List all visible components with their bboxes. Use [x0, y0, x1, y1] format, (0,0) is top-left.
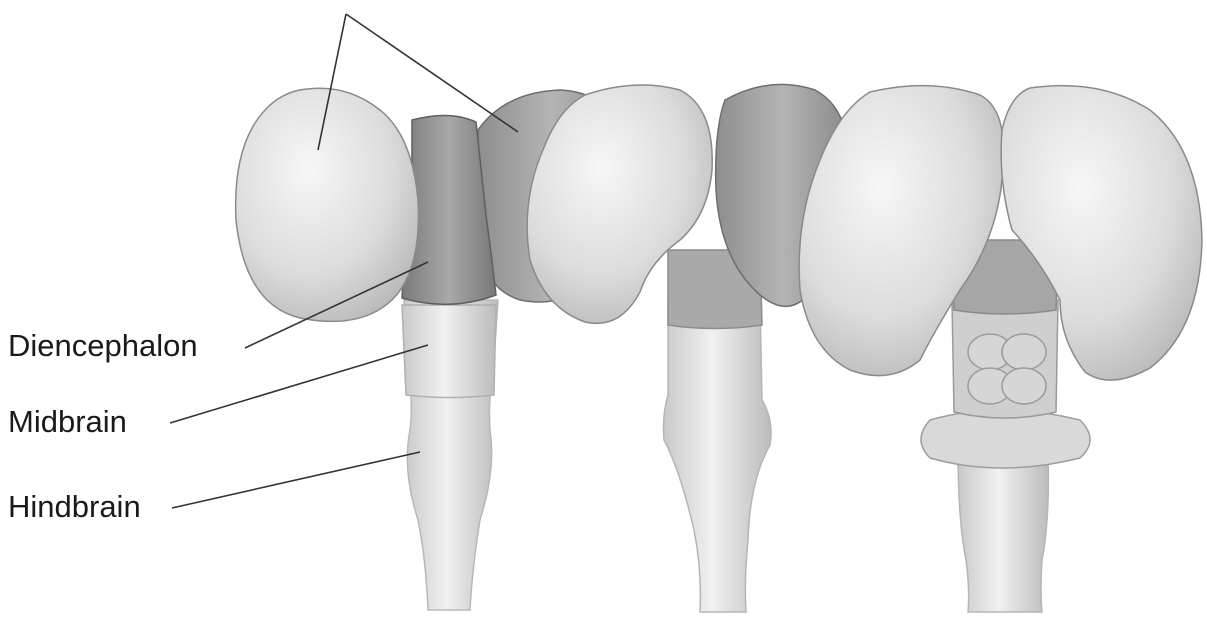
- stage-one-left-hemisphere: [236, 88, 419, 321]
- diencephalon-label: Diencephalon: [8, 328, 198, 364]
- stage-two-brain: [527, 84, 848, 612]
- midbrain-label: Midbrain: [8, 404, 127, 440]
- stage-three-colliculus-upper-right: [1002, 334, 1046, 370]
- stage-three-stem: [958, 450, 1048, 612]
- hindbrain-label: Hindbrain: [8, 489, 141, 525]
- hindbrain-leader-line: [172, 452, 420, 508]
- midbrain-leader-line: [170, 345, 428, 423]
- stage-one-midbrain: [402, 305, 496, 398]
- stage-three-colliculus-lower-right: [1002, 368, 1046, 404]
- stage-three-brain: [799, 86, 1202, 612]
- stage-two-stem: [664, 300, 772, 612]
